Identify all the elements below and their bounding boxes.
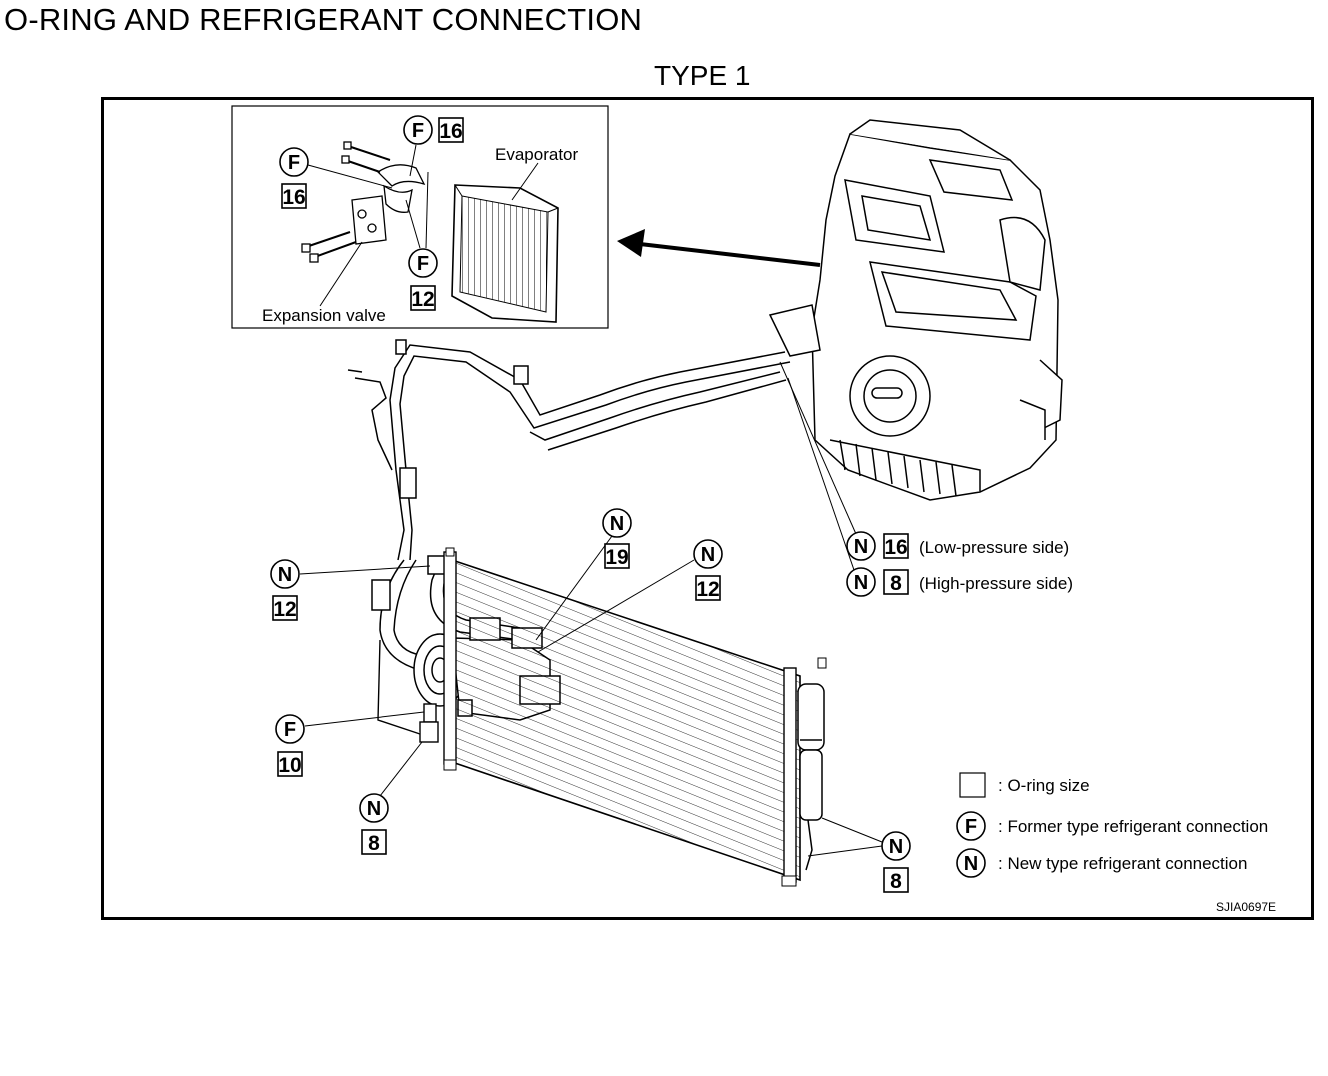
callout-inset-bottom: F 12 xyxy=(405,171,438,311)
svg-text:N: N xyxy=(889,836,903,858)
hvac-unit xyxy=(768,119,1063,501)
evaporator-leader xyxy=(511,162,539,201)
svg-text:8: 8 xyxy=(890,572,902,595)
svg-text:N: N xyxy=(610,513,624,535)
legend-oring-text: : O-ring size xyxy=(998,776,1090,795)
svg-text:N: N xyxy=(854,572,868,594)
svg-text:12: 12 xyxy=(273,598,296,621)
receiver-drier xyxy=(797,683,825,871)
expansion-valve-label: Expansion valve xyxy=(262,306,386,325)
svg-text:(High-pressure side): (High-pressure side) xyxy=(919,574,1073,593)
svg-text:19: 19 xyxy=(605,546,628,569)
callout-high-pressure: N 8 (High-pressure side) xyxy=(787,377,1073,597)
type-title: TYPE 1 xyxy=(654,60,751,91)
callout-receiver: N 8 xyxy=(807,817,911,893)
callout-low-pressure: N 16 (Low-pressure side) xyxy=(779,361,1069,561)
figure-code: SJIA0697E xyxy=(1216,900,1276,914)
expansion-valve xyxy=(301,141,426,263)
diagram-frame xyxy=(101,97,1314,920)
svg-text:N: N xyxy=(367,798,381,820)
legend-new-letter: N xyxy=(964,853,978,875)
svg-text:12: 12 xyxy=(696,578,719,601)
svg-text:F: F xyxy=(284,719,296,741)
lower-fittings xyxy=(377,639,439,743)
page-title: O-RING AND REFRIGERANT CONNECTION xyxy=(4,2,643,37)
evaporator-label: Evaporator xyxy=(495,145,578,164)
callout-compressor-top: N 19 xyxy=(535,508,632,641)
svg-text:8: 8 xyxy=(368,832,380,855)
svg-text:16: 16 xyxy=(884,536,907,559)
legend: : O-ring size F : Former type refrigeran… xyxy=(956,772,1268,878)
legend-oring-swatch xyxy=(959,772,986,798)
legend-former-text: : Former type refrigerant connection xyxy=(998,817,1268,836)
svg-text:N: N xyxy=(701,544,715,566)
callout-compressor-bottom-f: F 10 xyxy=(275,711,425,777)
callout-left-hose: N 12 xyxy=(270,559,431,621)
svg-text:F: F xyxy=(417,253,429,275)
svg-text:F: F xyxy=(288,152,300,174)
legend-former-letter: F xyxy=(965,816,977,838)
svg-text:8: 8 xyxy=(890,870,902,893)
legend-new-text: : New type refrigerant connection xyxy=(998,854,1247,873)
callout-compressor-right: N 12 xyxy=(537,539,723,653)
svg-text:16: 16 xyxy=(439,120,462,143)
expansion-valve-leader xyxy=(319,241,363,307)
evaporator-core xyxy=(451,184,559,323)
callout-inset-top: F 16 xyxy=(403,115,464,177)
svg-text:12: 12 xyxy=(411,288,434,311)
detail-arrow xyxy=(617,229,821,267)
svg-text:N: N xyxy=(278,564,292,586)
svg-text:16: 16 xyxy=(282,186,305,209)
callout-inset-left: F 16 xyxy=(279,147,393,209)
svg-text:(Low-pressure side): (Low-pressure side) xyxy=(919,538,1069,557)
svg-text:N: N xyxy=(854,536,868,558)
svg-text:F: F xyxy=(412,120,424,142)
condenser xyxy=(443,547,827,887)
callout-compressor-bottom-n: N 8 xyxy=(359,741,423,855)
svg-text:10: 10 xyxy=(278,754,301,777)
